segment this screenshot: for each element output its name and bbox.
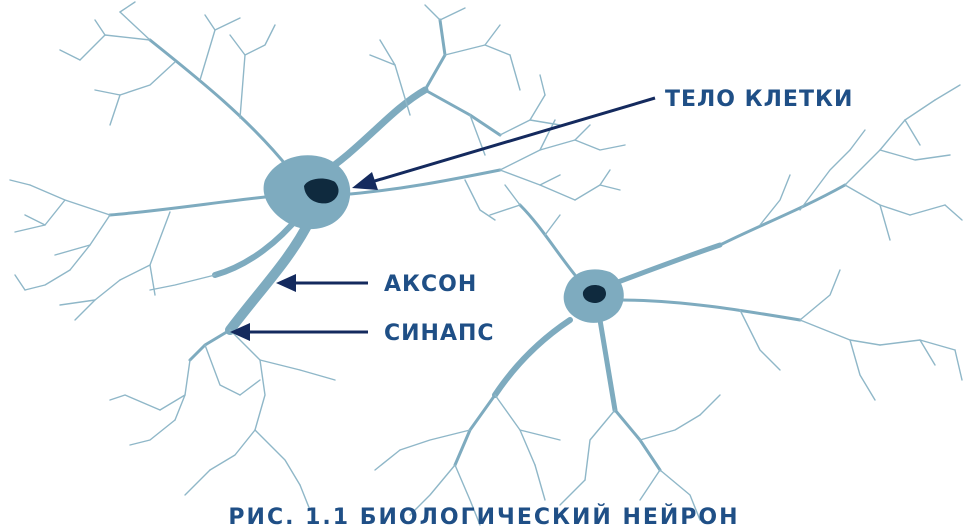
label-cell-body: ТЕЛО КЛЕТКИ (665, 87, 853, 112)
neuron-right (375, 85, 962, 525)
label-axon: АКСОН (384, 272, 477, 297)
nucleus-right (583, 285, 606, 303)
figure-caption: РИС. 1.1 БИОЛОГИЧЕСКИЙ НЕЙРОН (228, 504, 739, 530)
axon (230, 220, 310, 330)
label-synapse: СИНАПС (384, 321, 495, 346)
arrow-synapse (230, 323, 368, 341)
arrow-axon (276, 274, 368, 292)
axon-terminals (110, 275, 335, 510)
